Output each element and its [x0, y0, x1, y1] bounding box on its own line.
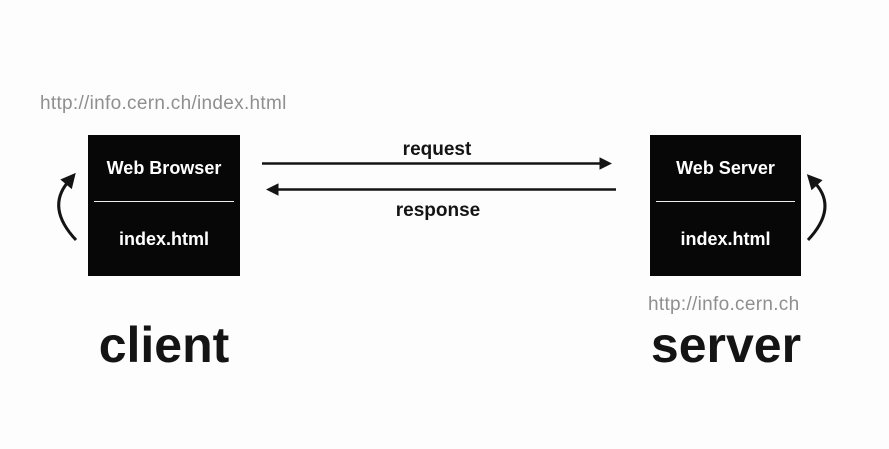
server-heading: server [650, 317, 802, 373]
client-url-text: http://info.cern.ch/index.html [40, 93, 287, 114]
response-label: response [395, 200, 481, 221]
server-box-divider [656, 201, 795, 202]
client-box-divider [94, 201, 234, 202]
server-box-title: Web Server [676, 157, 775, 178]
client-curved-arrow-icon [57, 172, 78, 242]
server-box-file: index.html [680, 228, 771, 249]
server-box: Web Server index.html [650, 135, 801, 276]
client-box: Web Browser index.html [88, 135, 240, 276]
server-url-text: http://info.cern.ch [648, 294, 800, 315]
client-box-title: Web Browser [106, 157, 222, 178]
client-box-file: index.html [118, 228, 209, 249]
request-label: request [402, 139, 472, 160]
client-heading: client [98, 317, 230, 373]
server-curved-arrow-icon [806, 174, 827, 242]
